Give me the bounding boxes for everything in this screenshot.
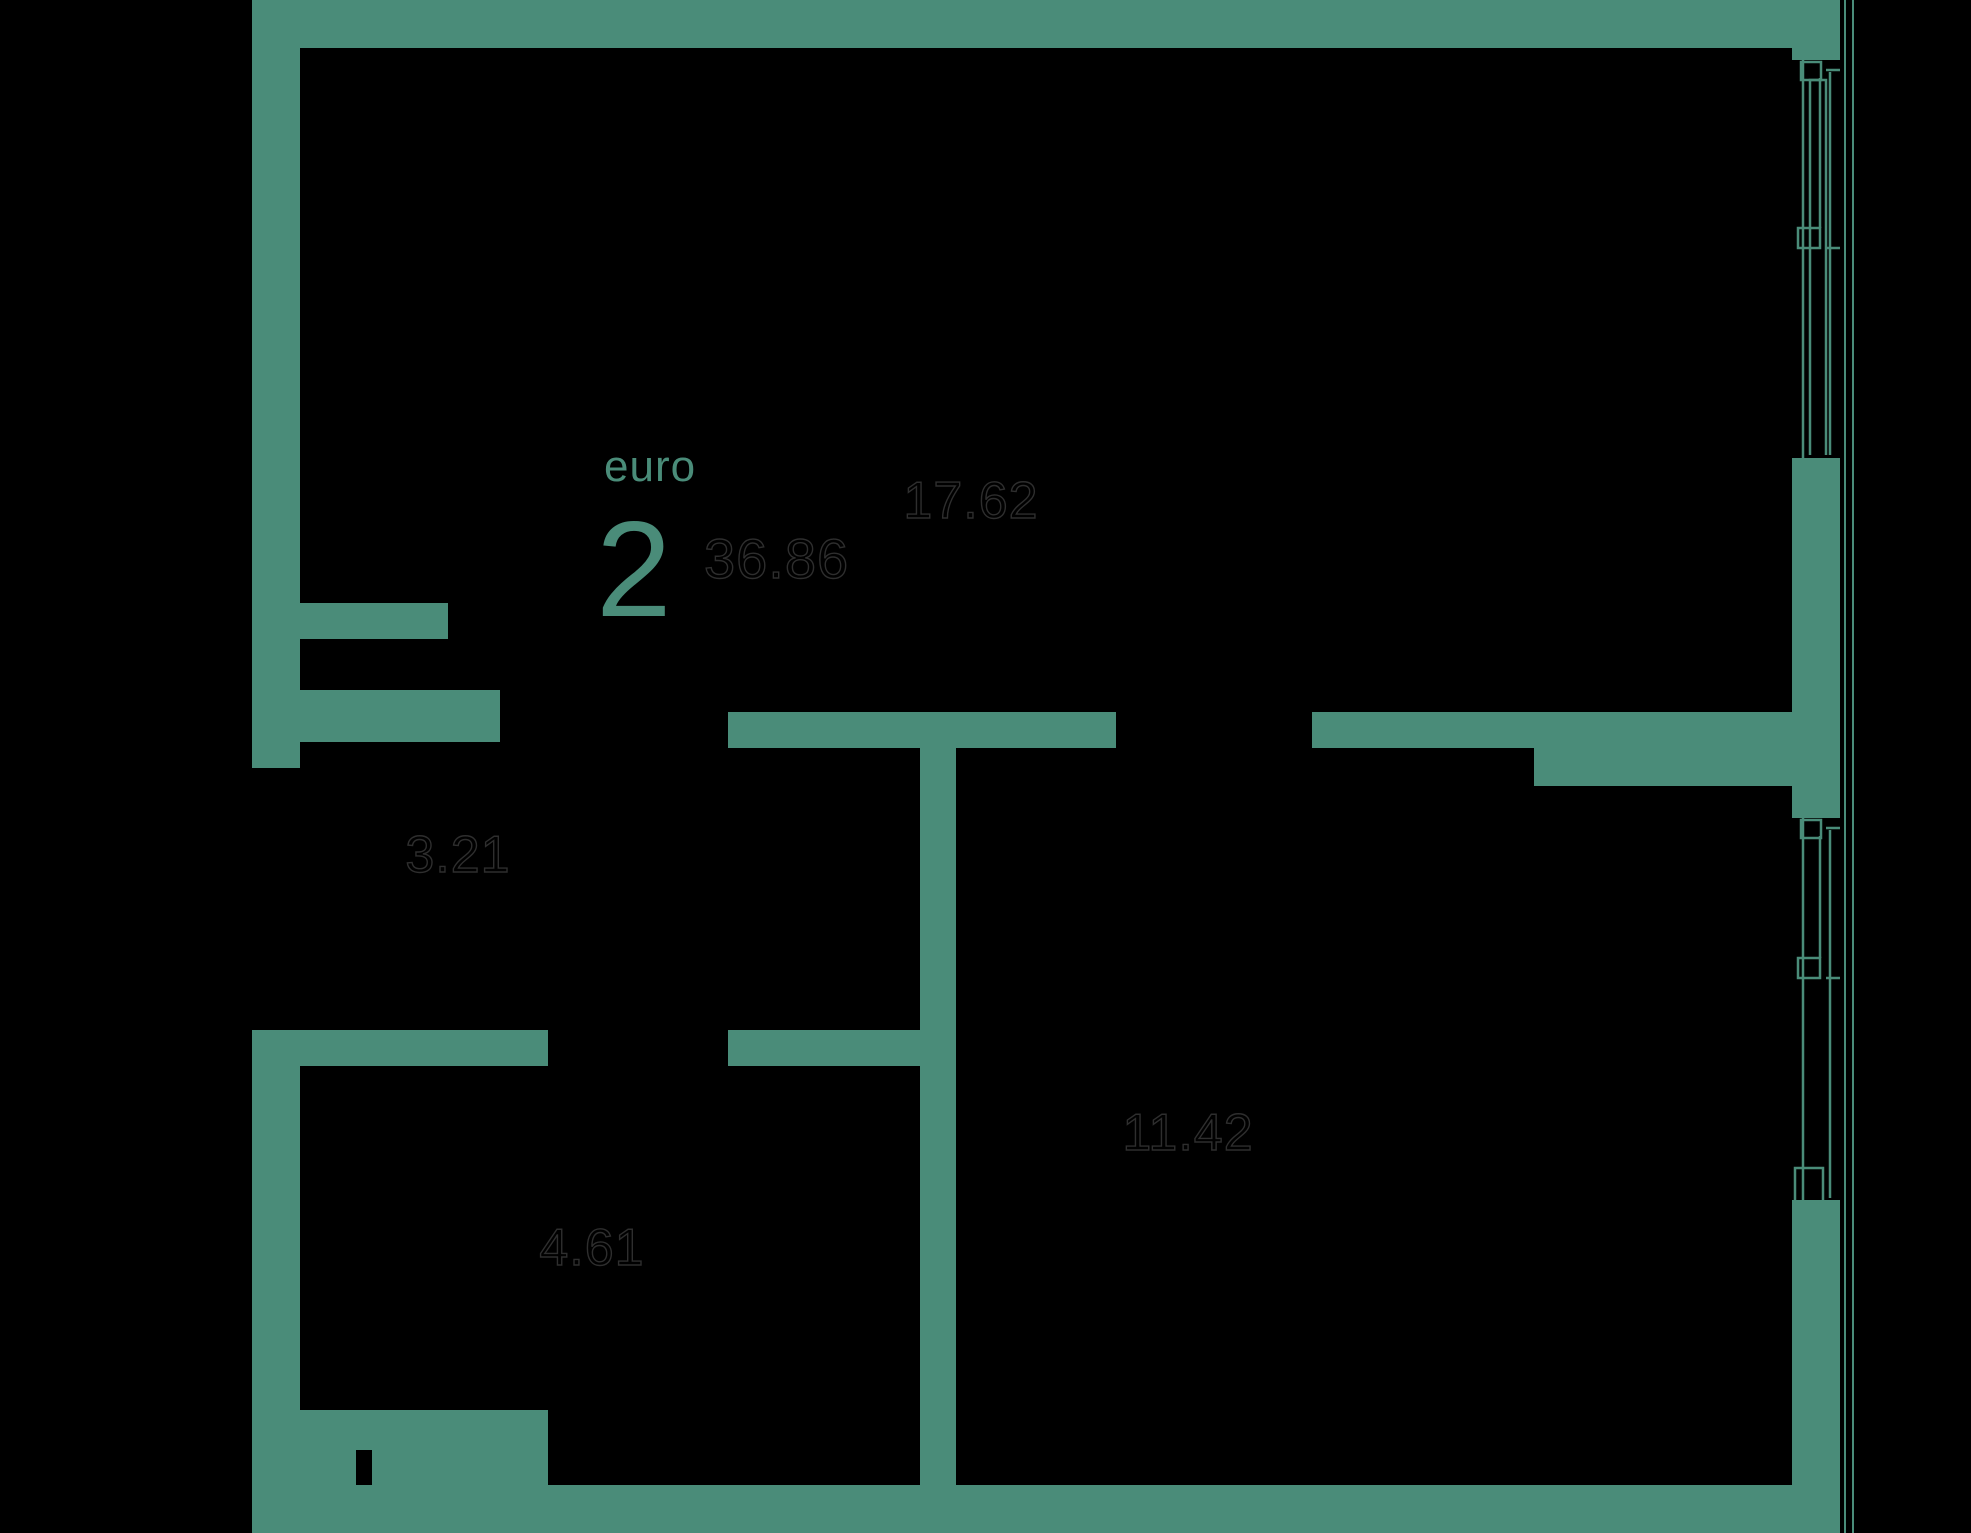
brand-total-area: 36.86	[704, 527, 849, 590]
bathroom-fixture-left	[300, 1446, 356, 1494]
wall-left-upper	[252, 0, 300, 768]
label-bedroom-area: 11.42	[1122, 1104, 1253, 1162]
bathroom-fixture-tub	[300, 1410, 548, 1450]
bathroom-fixture-tub-body	[372, 1446, 548, 1494]
area-labels: 17.62 3.21 4.61 11.42	[405, 471, 1254, 1277]
brand-word: euro	[604, 442, 696, 491]
wall-entry-stub-upper	[300, 603, 448, 639]
wall-left-lower	[252, 1030, 300, 1533]
wall-bathroom-top-left	[300, 1030, 548, 1066]
wall-hall-bedroom-step	[1534, 712, 1840, 786]
wall-entry-stub-lower	[300, 690, 500, 742]
wall-bathroom-top-right	[728, 1030, 956, 1066]
wall-right-bottom	[1792, 1200, 1840, 1533]
brand-block: euro 2 36.86	[596, 442, 849, 645]
window-top-right	[1796, 60, 1840, 460]
label-bathroom-area: 4.61	[539, 1219, 644, 1277]
brand-rooms-number: 2	[596, 493, 672, 645]
wall-right-top	[1792, 0, 1840, 60]
label-hall-area: 3.21	[405, 826, 510, 884]
wall-top	[252, 0, 1840, 48]
bathroom-fixture-edge	[524, 1410, 548, 1494]
wall-central-vertical	[920, 712, 956, 1533]
outer-walls	[252, 0, 1854, 1533]
interior-walls	[300, 603, 1840, 1533]
label-living-kitchen-area: 17.62	[903, 472, 1038, 530]
window-bottom-right	[1793, 818, 1840, 1204]
